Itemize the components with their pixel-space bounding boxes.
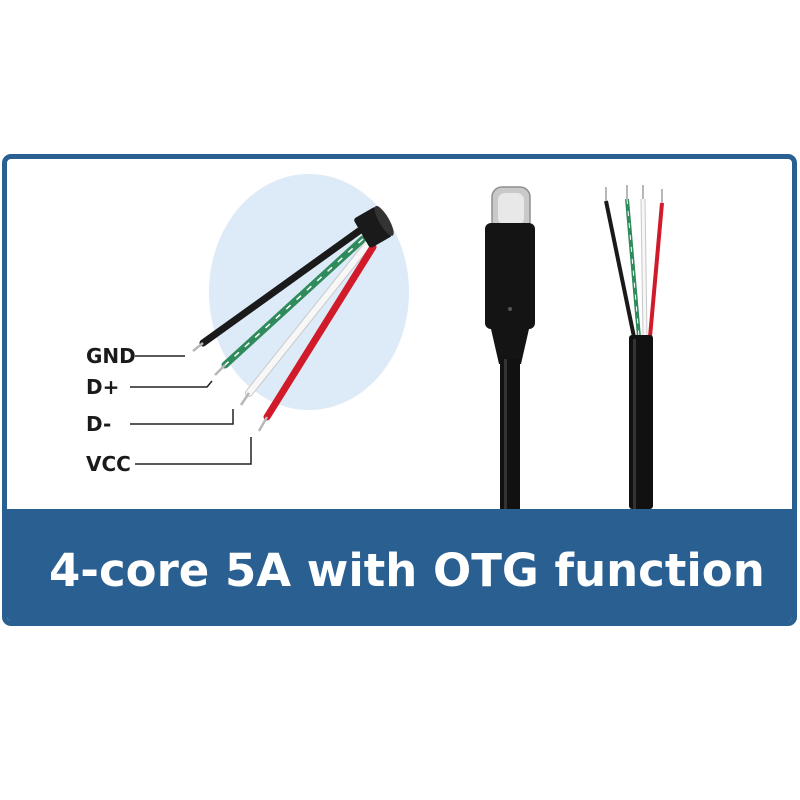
usb-c-plug-icon [485, 186, 535, 509]
caption-text: 4-core 5A with OTG function [49, 543, 765, 597]
right-cable-jacket [629, 335, 653, 509]
pin-label-dminus: D- [86, 412, 111, 436]
right-wire-red [648, 202, 664, 338]
pin-leader-lines [130, 355, 252, 465]
wire-dminus [246, 241, 371, 396]
product-panel: GND D+ D- VCC [2, 154, 797, 626]
caption-banner: 4-core 5A with OTG function [7, 509, 792, 621]
cable-illustration: GND D+ D- VCC [86, 174, 664, 509]
wire-dplus-tip [214, 364, 226, 376]
leader-vcc [135, 437, 252, 465]
pin-label-gnd: GND [86, 344, 136, 368]
right-wire-green [625, 198, 641, 338]
wire-gnd-tip [192, 342, 204, 352]
wire-gnd [199, 227, 363, 347]
stripped-cable-icon [604, 185, 664, 509]
right-wire-white [641, 198, 647, 338]
wire-dplus-stripe [224, 238, 364, 366]
wire-vcc-tip [257, 416, 269, 432]
wire-bundle-illustration [192, 205, 394, 432]
leader-dplus [130, 380, 213, 388]
cable-end-sheath [354, 205, 394, 248]
pin-label-vcc: VCC [86, 452, 131, 476]
right-wire-black [604, 200, 636, 338]
leader-dminus [130, 409, 234, 425]
wire-dminus-tip [239, 392, 251, 406]
pin-label-dplus: D+ [86, 375, 119, 399]
wire-vcc [263, 243, 377, 421]
